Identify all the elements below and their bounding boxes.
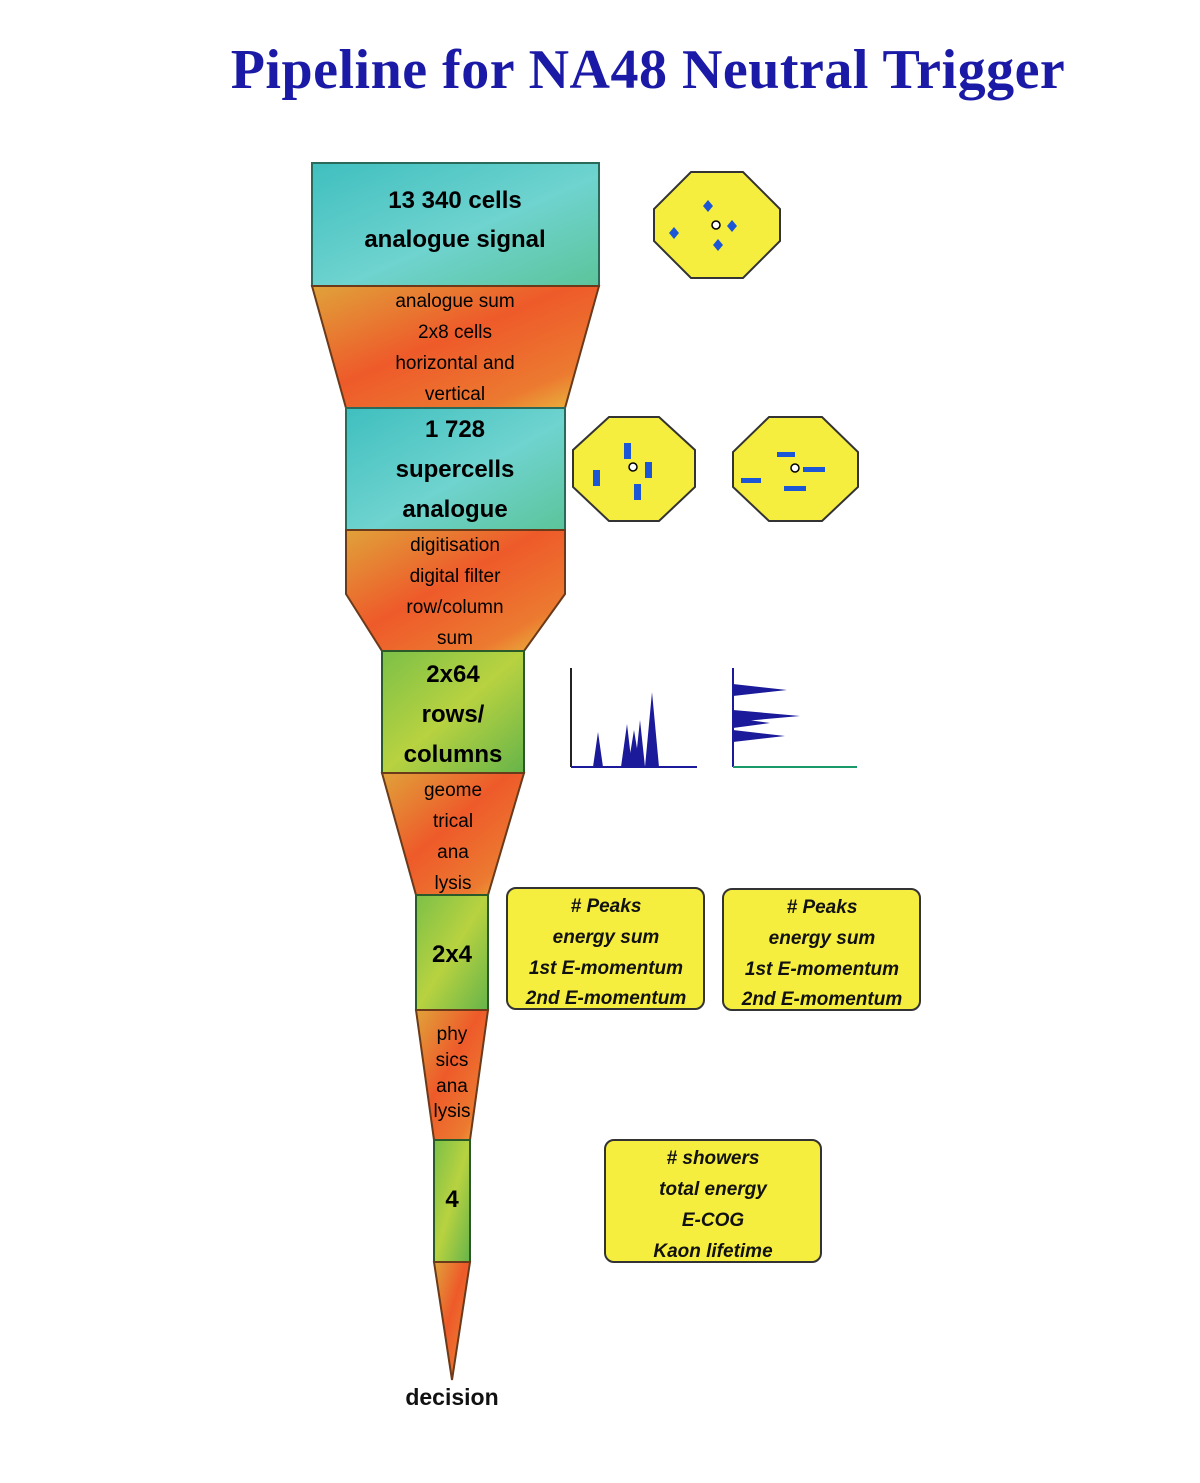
info-box-3-line-4: Kaon lifetime: [653, 1241, 773, 1262]
funnel-stage-3: 1 728 supercells analogue: [345, 407, 566, 531]
funnel-stage-10: [432, 1261, 472, 1381]
stage-9-line-1: 4: [445, 1186, 459, 1213]
stage-6-line-1: geome: [424, 780, 482, 801]
info-box-2-line-1: # Peaks: [787, 897, 858, 918]
stage-5-line-2: rows/: [422, 701, 485, 728]
funnel-stage-4: digitisation digital filter row/column s…: [345, 529, 566, 652]
stage-4-line-4: sum: [437, 628, 473, 649]
stage-8-line-1: phy: [437, 1024, 468, 1045]
stage-8-line-2: sics: [436, 1050, 469, 1071]
stage-6-line-3: ana: [437, 842, 469, 863]
page-title: Pipeline for NA48 Neutral Trigger: [230, 39, 1066, 101]
info-box-1-line-4: 2nd E-momentum: [525, 988, 687, 1009]
stage-4-line-3: row/column: [406, 597, 503, 618]
funnel-stage-6: geome trical ana lysis: [380, 772, 526, 896]
info-box-2-line-4: 2nd E-momentum: [741, 989, 903, 1010]
stage-2-line-2: 2x8 cells: [418, 322, 492, 343]
funnel-stage-8: phy sics ana lysis: [414, 1009, 490, 1141]
decision-label: decision: [405, 1384, 498, 1410]
stage-2-line-4: vertical: [425, 384, 485, 405]
funnel-stage-5: 2x64 rows/ columns: [381, 650, 525, 774]
funnel-stage-2: analogue sum 2x8 cells horizontal and ve…: [310, 285, 601, 409]
funnel-stage-7: 2x4: [415, 894, 489, 1011]
stage-6-line-4: lysis: [435, 873, 472, 894]
histogram-icon: [732, 668, 857, 768]
stage-3-line-3: analogue: [402, 496, 507, 523]
detector-view-supercells-horizontal: [732, 416, 859, 522]
stage-1-line-2: analogue signal: [364, 226, 545, 253]
info-box-3: # showers total energy E-COG Kaon lifeti…: [604, 1139, 822, 1263]
stage-5-line-1: 2x64: [426, 661, 480, 688]
stage-2-line-1: analogue sum: [395, 291, 514, 312]
stage-4-line-1: digitisation: [410, 535, 500, 556]
info-box-2-line-2: energy sum: [769, 928, 876, 949]
info-box-2-line-3: 1st E-momentum: [745, 959, 899, 980]
stage-8-line-3: ana: [436, 1076, 468, 1097]
info-box-1: # Peaks energy sum 1st E-momentum 2nd E-…: [506, 887, 705, 1010]
funnel-stage-9: 4: [433, 1139, 471, 1263]
info-box-3-line-3: E-COG: [682, 1210, 745, 1231]
info-box-2: # Peaks energy sum 1st E-momentum 2nd E-…: [722, 888, 921, 1011]
stage-8-line-4: lysis: [434, 1101, 471, 1122]
stage-2-line-3: horizontal and: [395, 353, 514, 374]
projection-rows: [570, 668, 697, 768]
info-box-1-line-2: energy sum: [553, 927, 660, 948]
info-box-3-line-2: total energy: [659, 1179, 768, 1200]
stage-3-line-2: supercells: [396, 456, 515, 483]
stage-6-line-2: trical: [433, 811, 473, 832]
stage-4-line-2: digital filter: [410, 566, 501, 587]
stage-7-line-1: 2x4: [432, 941, 473, 968]
stage-1-line-1: 13 340 cells: [388, 187, 521, 214]
info-box-1-line-1: # Peaks: [571, 896, 642, 917]
info-box-1-line-3: 1st E-momentum: [529, 958, 683, 979]
detector-view-supercells-vertical: [572, 416, 696, 522]
funnel-stage-1: 13 340 cells analogue signal: [311, 162, 600, 287]
stage-5-line-3: columns: [404, 741, 503, 768]
stage-3-line-1: 1 728: [425, 416, 485, 443]
detector-view-full: [653, 171, 781, 279]
info-box-3-line-1: # showers: [667, 1148, 760, 1169]
projection-columns: [732, 668, 857, 768]
histogram-icon: [570, 668, 697, 768]
